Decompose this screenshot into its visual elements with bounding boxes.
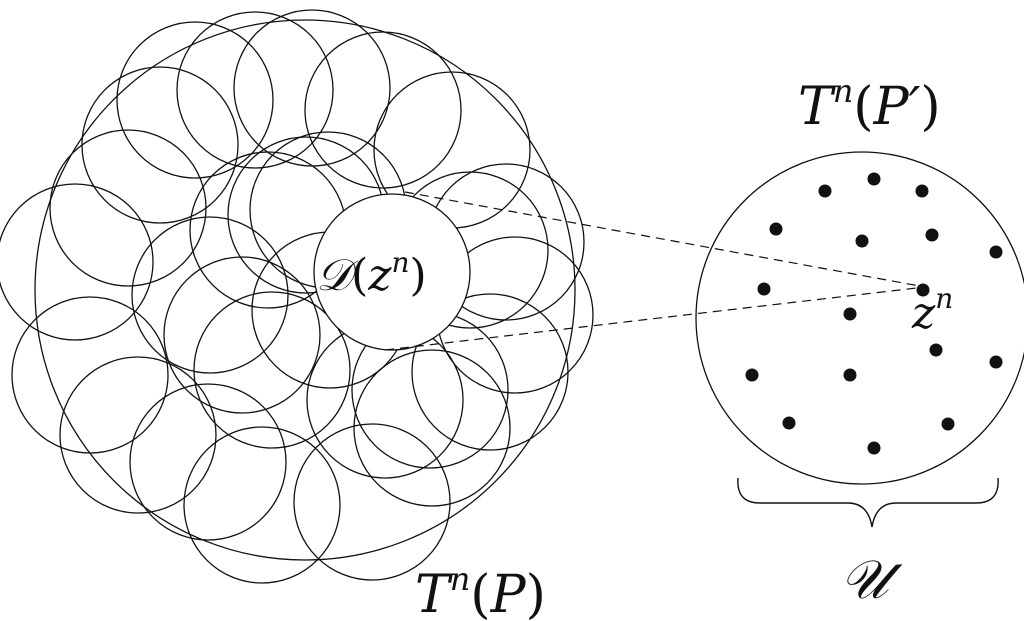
packing-ball <box>163 256 321 414</box>
packing-ball <box>116 21 274 179</box>
typical-set-boundary <box>34 19 576 561</box>
packing-ball <box>49 129 207 287</box>
projection-line-bottom <box>384 286 926 351</box>
codeword-point <box>757 282 771 296</box>
codeword-point <box>925 228 939 242</box>
packing-ball <box>59 356 217 514</box>
label-codebook: 𝒰 <box>840 548 903 611</box>
packing-ball <box>131 216 289 374</box>
projection-lines <box>384 191 926 351</box>
codeword-point <box>769 222 783 236</box>
label-big-set: Tn(P) <box>415 560 546 621</box>
projection-line-top <box>404 191 926 288</box>
codeword-point <box>843 307 857 321</box>
packing-ball <box>411 293 569 451</box>
packing-ball <box>129 383 287 541</box>
packing-ball <box>293 423 451 581</box>
codeword-point <box>989 245 1003 259</box>
packing-ball <box>11 296 169 454</box>
packing-ball <box>183 426 341 584</box>
label-ball: 𝒟(zn) <box>316 246 427 301</box>
codeword-point <box>745 368 759 382</box>
typical-set-group <box>0 9 594 584</box>
decoding-ball <box>313 193 471 351</box>
codeword-point <box>867 441 881 455</box>
codeword-point <box>916 283 930 297</box>
packing-ball <box>304 31 462 189</box>
packing-ball <box>193 291 351 449</box>
packing-balls <box>0 9 594 584</box>
packing-ball <box>176 11 334 169</box>
codeword-point <box>855 234 869 248</box>
codeword-point <box>989 355 1003 369</box>
label-codeword: zn <box>911 282 953 339</box>
packing-ball <box>81 66 239 224</box>
codebook-brace <box>737 477 999 528</box>
codeword-point <box>929 343 943 357</box>
codebook-set-group <box>695 151 1024 485</box>
codebook-set-boundary <box>695 151 1024 485</box>
packing-ball <box>0 183 154 341</box>
label-small-set: Tn(P′) <box>798 72 941 137</box>
codeword-point <box>867 172 881 186</box>
codebook-points <box>745 172 1003 455</box>
codeword-point <box>843 368 857 382</box>
codeword-point <box>782 416 796 430</box>
codeword-point <box>915 184 929 198</box>
codeword-point <box>941 417 955 431</box>
codeword-point <box>818 184 832 198</box>
packing-ball <box>353 349 511 507</box>
